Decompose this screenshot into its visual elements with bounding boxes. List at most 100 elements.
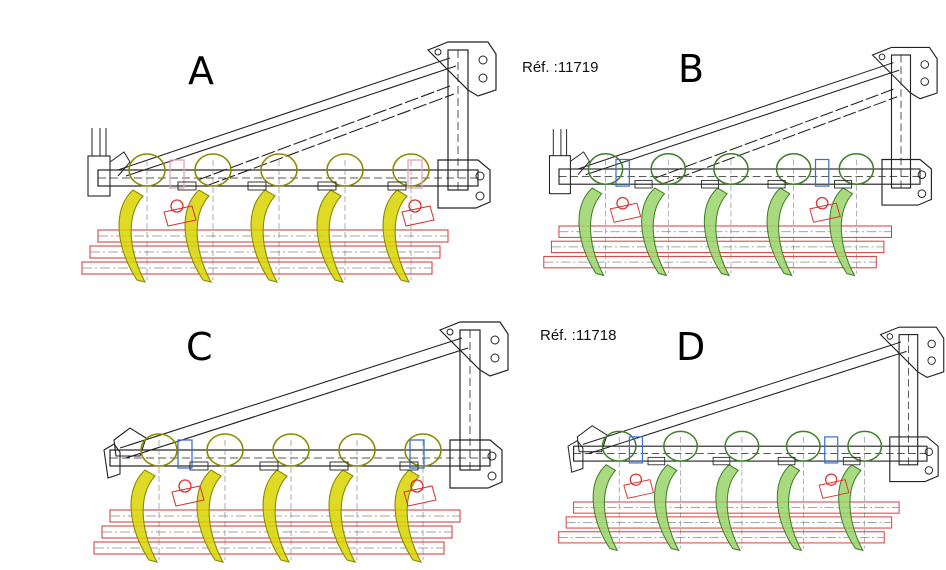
- pivot-plate: [171, 485, 205, 507]
- bottom-bracket: [449, 439, 503, 489]
- tine: [118, 153, 166, 283]
- tine: [316, 153, 364, 283]
- tine: [592, 430, 637, 552]
- link: [177, 181, 197, 191]
- clamp: [814, 158, 830, 187]
- left-hitch: [87, 128, 131, 197]
- pivot-ring: [178, 479, 192, 493]
- pivot-ring: [616, 196, 629, 210]
- left-hitch: [103, 443, 121, 479]
- tine-coil: [663, 430, 699, 462]
- plate-hole: [490, 353, 500, 363]
- tine: [250, 153, 298, 283]
- link: [399, 461, 419, 471]
- pivot-ring: [825, 473, 838, 486]
- vertical-post: [438, 321, 509, 489]
- clamp-brackets: [609, 158, 841, 223]
- beam-links: [647, 456, 861, 466]
- link: [317, 181, 337, 191]
- diagonal-braces: [117, 57, 457, 187]
- panel-d-label: D: [676, 325, 706, 369]
- tine-coil: [140, 433, 178, 467]
- tine: [703, 153, 749, 277]
- plate-hole: [490, 335, 500, 345]
- tine-blade: [776, 464, 803, 552]
- pivot-plate: [623, 479, 655, 499]
- main-beam: [573, 445, 928, 462]
- top-plate: [426, 41, 497, 97]
- beam-links: [177, 181, 407, 191]
- bottom-bracket: [889, 436, 939, 483]
- tine-blade: [196, 469, 225, 563]
- tine-blade: [592, 464, 619, 552]
- tine: [766, 153, 812, 277]
- hitch-posts: [552, 129, 568, 156]
- plate-hole: [878, 53, 886, 61]
- tine-coil: [838, 153, 875, 185]
- hitch-posts: [91, 128, 107, 156]
- vertical-post: [426, 41, 497, 209]
- bottom-bracket: [881, 158, 932, 206]
- tine: [262, 433, 310, 563]
- link: [834, 179, 853, 189]
- top-plate: [871, 46, 938, 100]
- bracket-hole: [475, 171, 485, 181]
- tine: [838, 430, 883, 552]
- tine: [394, 433, 442, 563]
- pivot-ring: [170, 199, 184, 213]
- link: [712, 456, 731, 466]
- tine: [328, 433, 376, 563]
- link: [647, 456, 666, 466]
- tine-blade: [766, 187, 793, 277]
- top-plate: [879, 326, 945, 378]
- pivot-plate: [401, 205, 435, 227]
- spring-tines: [578, 153, 875, 277]
- bracket-hole: [917, 189, 927, 198]
- tine-coil: [128, 153, 166, 187]
- tine-blade: [394, 469, 423, 563]
- clamp: [615, 158, 630, 187]
- tine-coil: [785, 430, 821, 462]
- tine: [184, 153, 232, 283]
- clamp: [628, 436, 644, 464]
- link: [777, 456, 796, 466]
- tine-blade: [262, 469, 291, 563]
- diagonal-braces: [577, 62, 900, 185]
- pivot-ring: [815, 196, 829, 210]
- hitch-arm: [109, 151, 131, 177]
- clamp: [407, 159, 423, 189]
- pivot-plate: [609, 202, 642, 223]
- main-beam: [97, 169, 479, 187]
- tine-coil: [650, 153, 687, 185]
- tine-blade: [703, 187, 731, 277]
- machine-drawing: [81, 41, 497, 283]
- tine-blade: [578, 187, 605, 277]
- tine-coil: [338, 433, 376, 467]
- left-hitch: [548, 129, 590, 195]
- link: [259, 461, 279, 471]
- brace-foot: [113, 427, 147, 457]
- bracket-hole: [917, 170, 927, 179]
- vertical-post: [879, 326, 945, 483]
- tine-coil: [724, 430, 760, 462]
- pivot-plate: [403, 485, 437, 507]
- clamp-brackets: [171, 439, 437, 507]
- tine-blade: [715, 464, 742, 552]
- machine-drawing: [93, 321, 509, 563]
- tine-blade: [130, 469, 159, 563]
- clamp-brackets: [163, 159, 435, 227]
- vertical-post: [871, 46, 938, 206]
- machine-drawing: [543, 46, 938, 277]
- plate-hole: [478, 55, 488, 65]
- tine-blade: [316, 189, 345, 283]
- bracket-hole: [487, 471, 497, 481]
- bottom-bracket: [437, 159, 491, 209]
- clamp: [824, 436, 839, 464]
- tine-coil: [713, 153, 749, 185]
- pivot-ring: [408, 199, 422, 213]
- brace-lower: [653, 88, 898, 185]
- clamp: [177, 439, 193, 469]
